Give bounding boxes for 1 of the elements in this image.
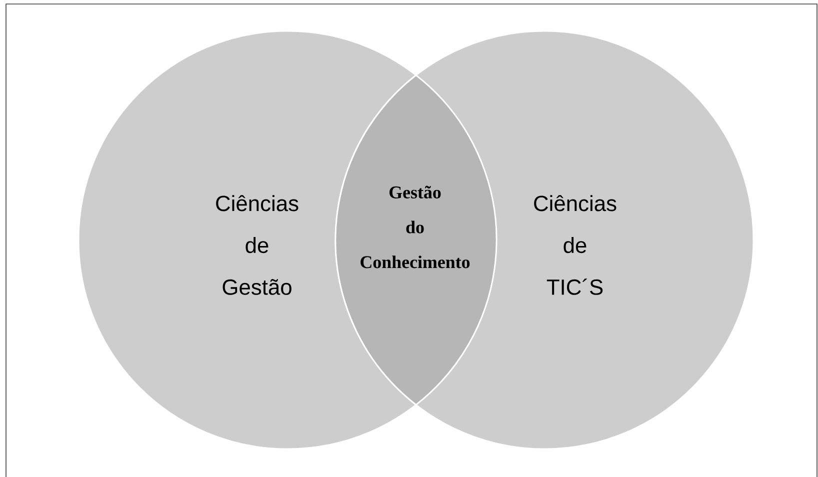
- overlap-area: Gestão do Conhecimento: [334, 74, 498, 406]
